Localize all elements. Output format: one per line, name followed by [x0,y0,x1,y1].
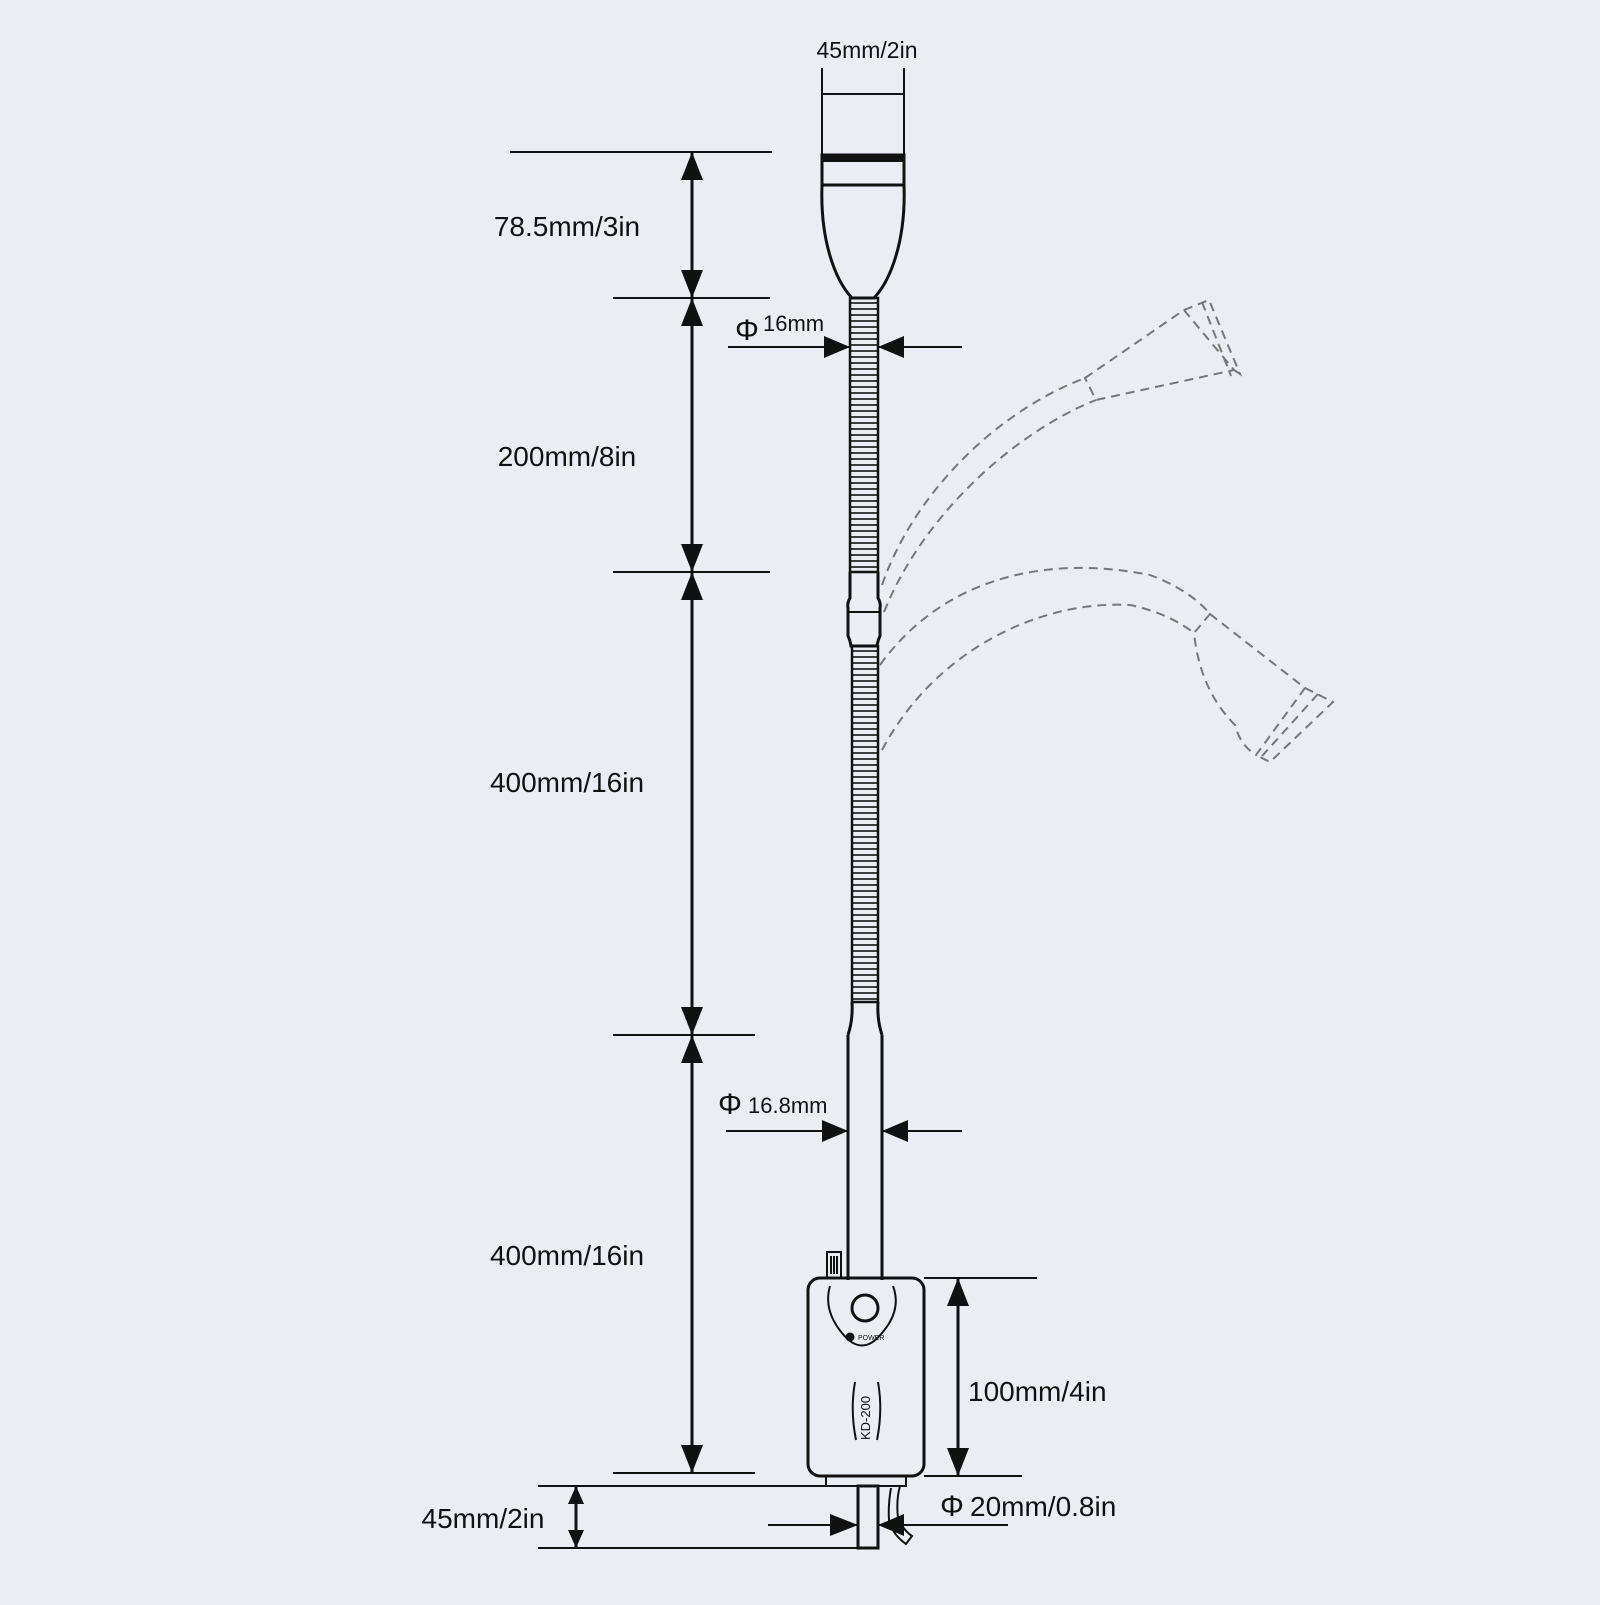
stem-length-label: 45mm/2in [422,1503,545,1534]
tube-diameter-label: 16.8mm [748,1093,827,1118]
hose-diameter-symbol: Φ [735,314,759,347]
stem-diameter-label: 20mm/0.8in [970,1491,1116,1522]
bent-positions-outline [879,298,1335,764]
stem-diameter-pointer [768,1514,1008,1536]
base-height-dimension [924,1277,1037,1477]
hose-joint [846,572,882,648]
tube-diameter-pointer [726,1120,962,1142]
hose-diameter-pointer [728,336,962,358]
middle-hose-length-label: 400mm/16in [490,767,644,798]
upper-hose-length-label: 200mm/8in [498,441,637,472]
vertical-dimension-chain [510,151,772,1474]
hose-diameter-label: 16mm [763,311,824,336]
lower-tube-length-label: 400mm/16in [490,1240,644,1271]
power-button-icon [850,1293,880,1323]
stem-diameter-symbol: Φ [940,1490,964,1523]
lamp-drawing: POWER KD-200 [806,68,926,1550]
switch-label: POWER [858,1335,884,1342]
lamp-head [820,153,906,300]
middle-gooseneck [850,644,880,1004]
base-height-label: 100mm/4in [968,1376,1107,1407]
head-length-label: 78.5mm/3in [494,211,640,242]
upper-gooseneck [848,296,880,574]
base-stem [825,1475,914,1550]
base-housing: POWER KD-200 [806,1276,926,1478]
lower-tube [846,1035,884,1280]
head-width-label: 45mm/2in [817,37,918,63]
model-label: KD-200 [858,1396,873,1440]
stem-length-dimension [538,1485,878,1549]
adjust-knob [826,1251,842,1279]
tube-diameter-symbol: Φ [718,1088,742,1121]
